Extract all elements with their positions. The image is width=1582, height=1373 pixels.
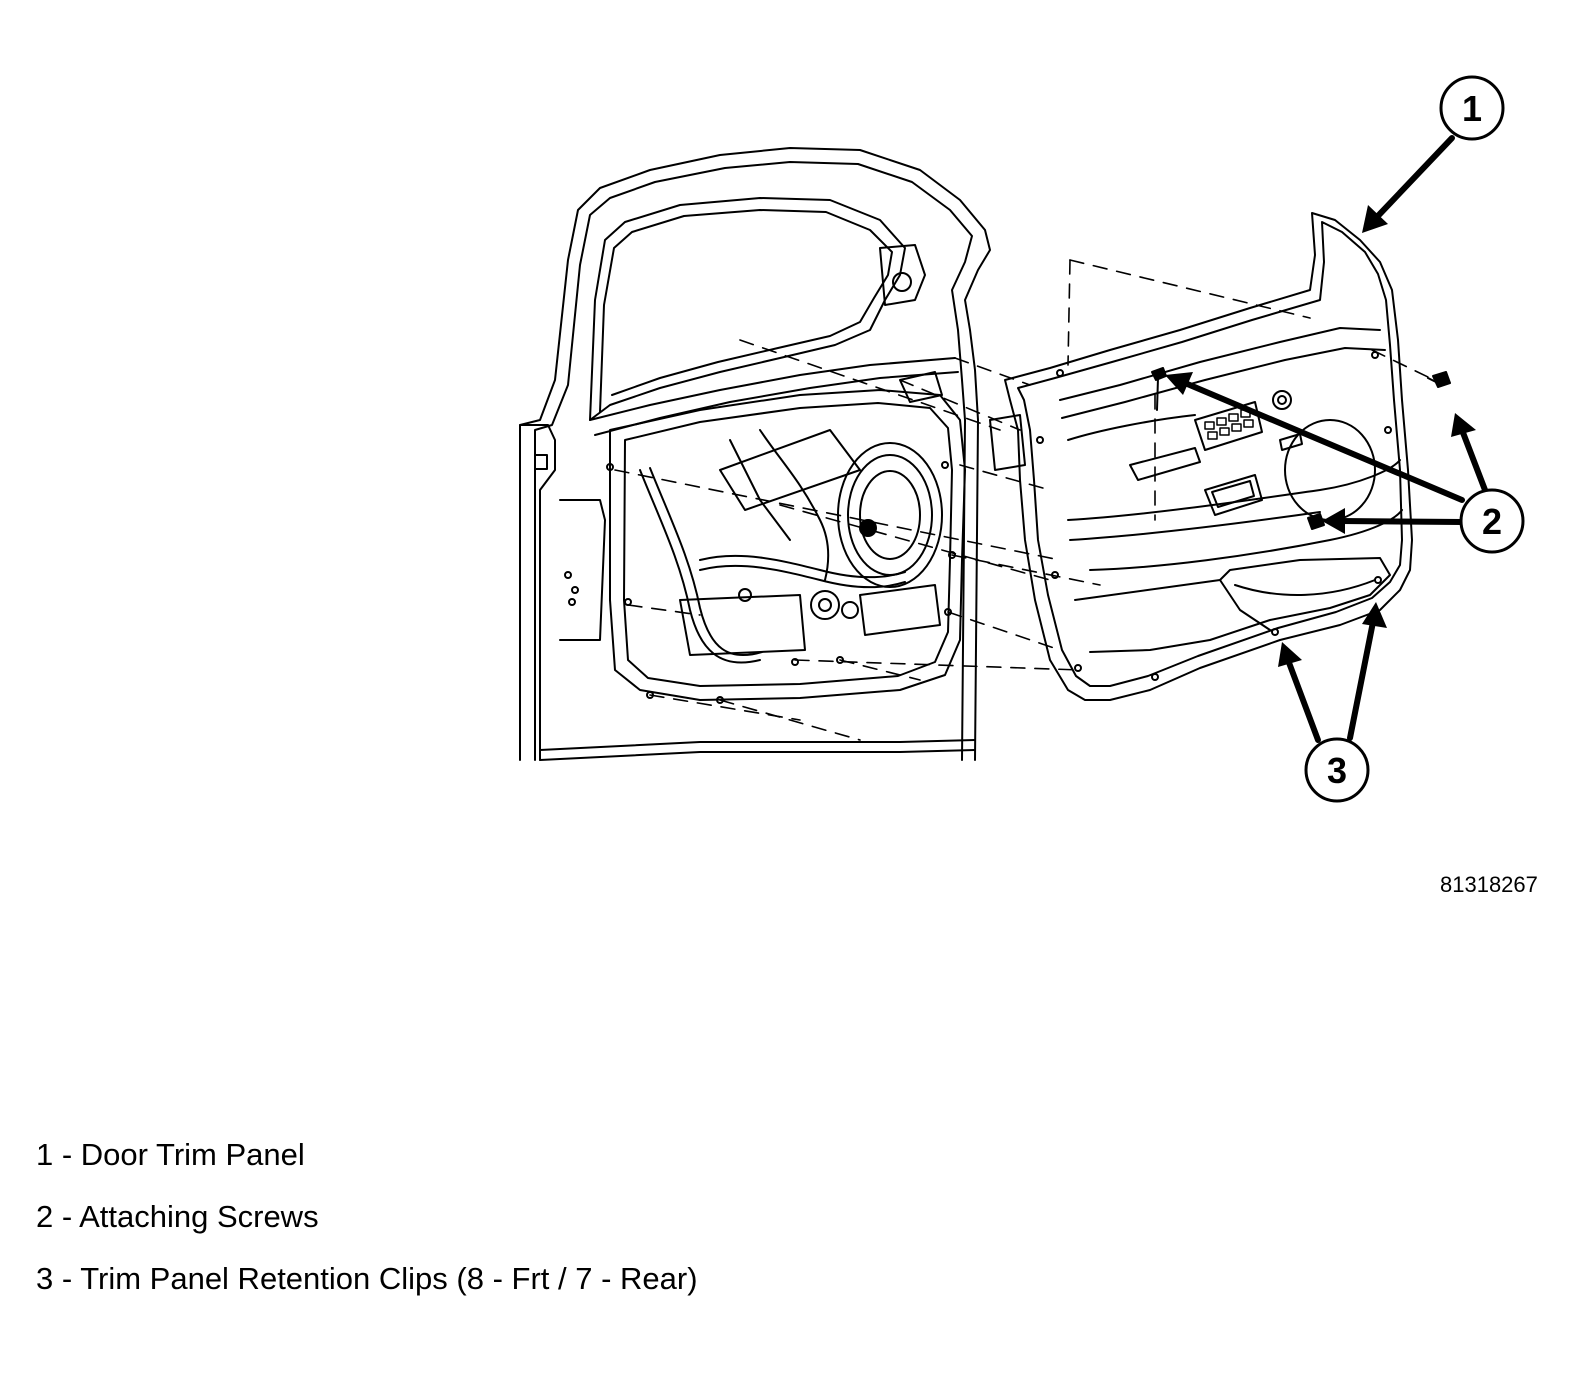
- arrowheads: [1165, 205, 1476, 667]
- door-inner-frame: [519, 147, 1026, 761]
- callout-1: 1: [1439, 75, 1505, 141]
- callout-2: 2: [1459, 488, 1525, 554]
- door-trim-panel: [1004, 212, 1413, 701]
- callout-1-number: 1: [1462, 88, 1482, 129]
- callout-2-number: 2: [1482, 501, 1502, 542]
- callout-arrows: [1182, 135, 1488, 743]
- legend-item-1: 1 - Door Trim Panel: [36, 1137, 305, 1172]
- legend-item-3: 3 - Trim Panel Retention Clips (8 - Frt …: [36, 1261, 698, 1296]
- callout-3-number: 3: [1327, 750, 1347, 791]
- legend-item-2: 2 - Attaching Screws: [36, 1199, 319, 1234]
- door-trim-panel-exploded-view: 1 2 3: [519, 75, 1525, 803]
- figure-id: 81318267: [1440, 872, 1538, 897]
- alignment-lines: [614, 259, 1431, 741]
- attaching-screw-icon: [1151, 367, 1451, 530]
- legend: 1 - Door Trim Panel 2 - Attaching Screws…: [36, 1124, 698, 1310]
- callout-3: 3: [1304, 737, 1370, 803]
